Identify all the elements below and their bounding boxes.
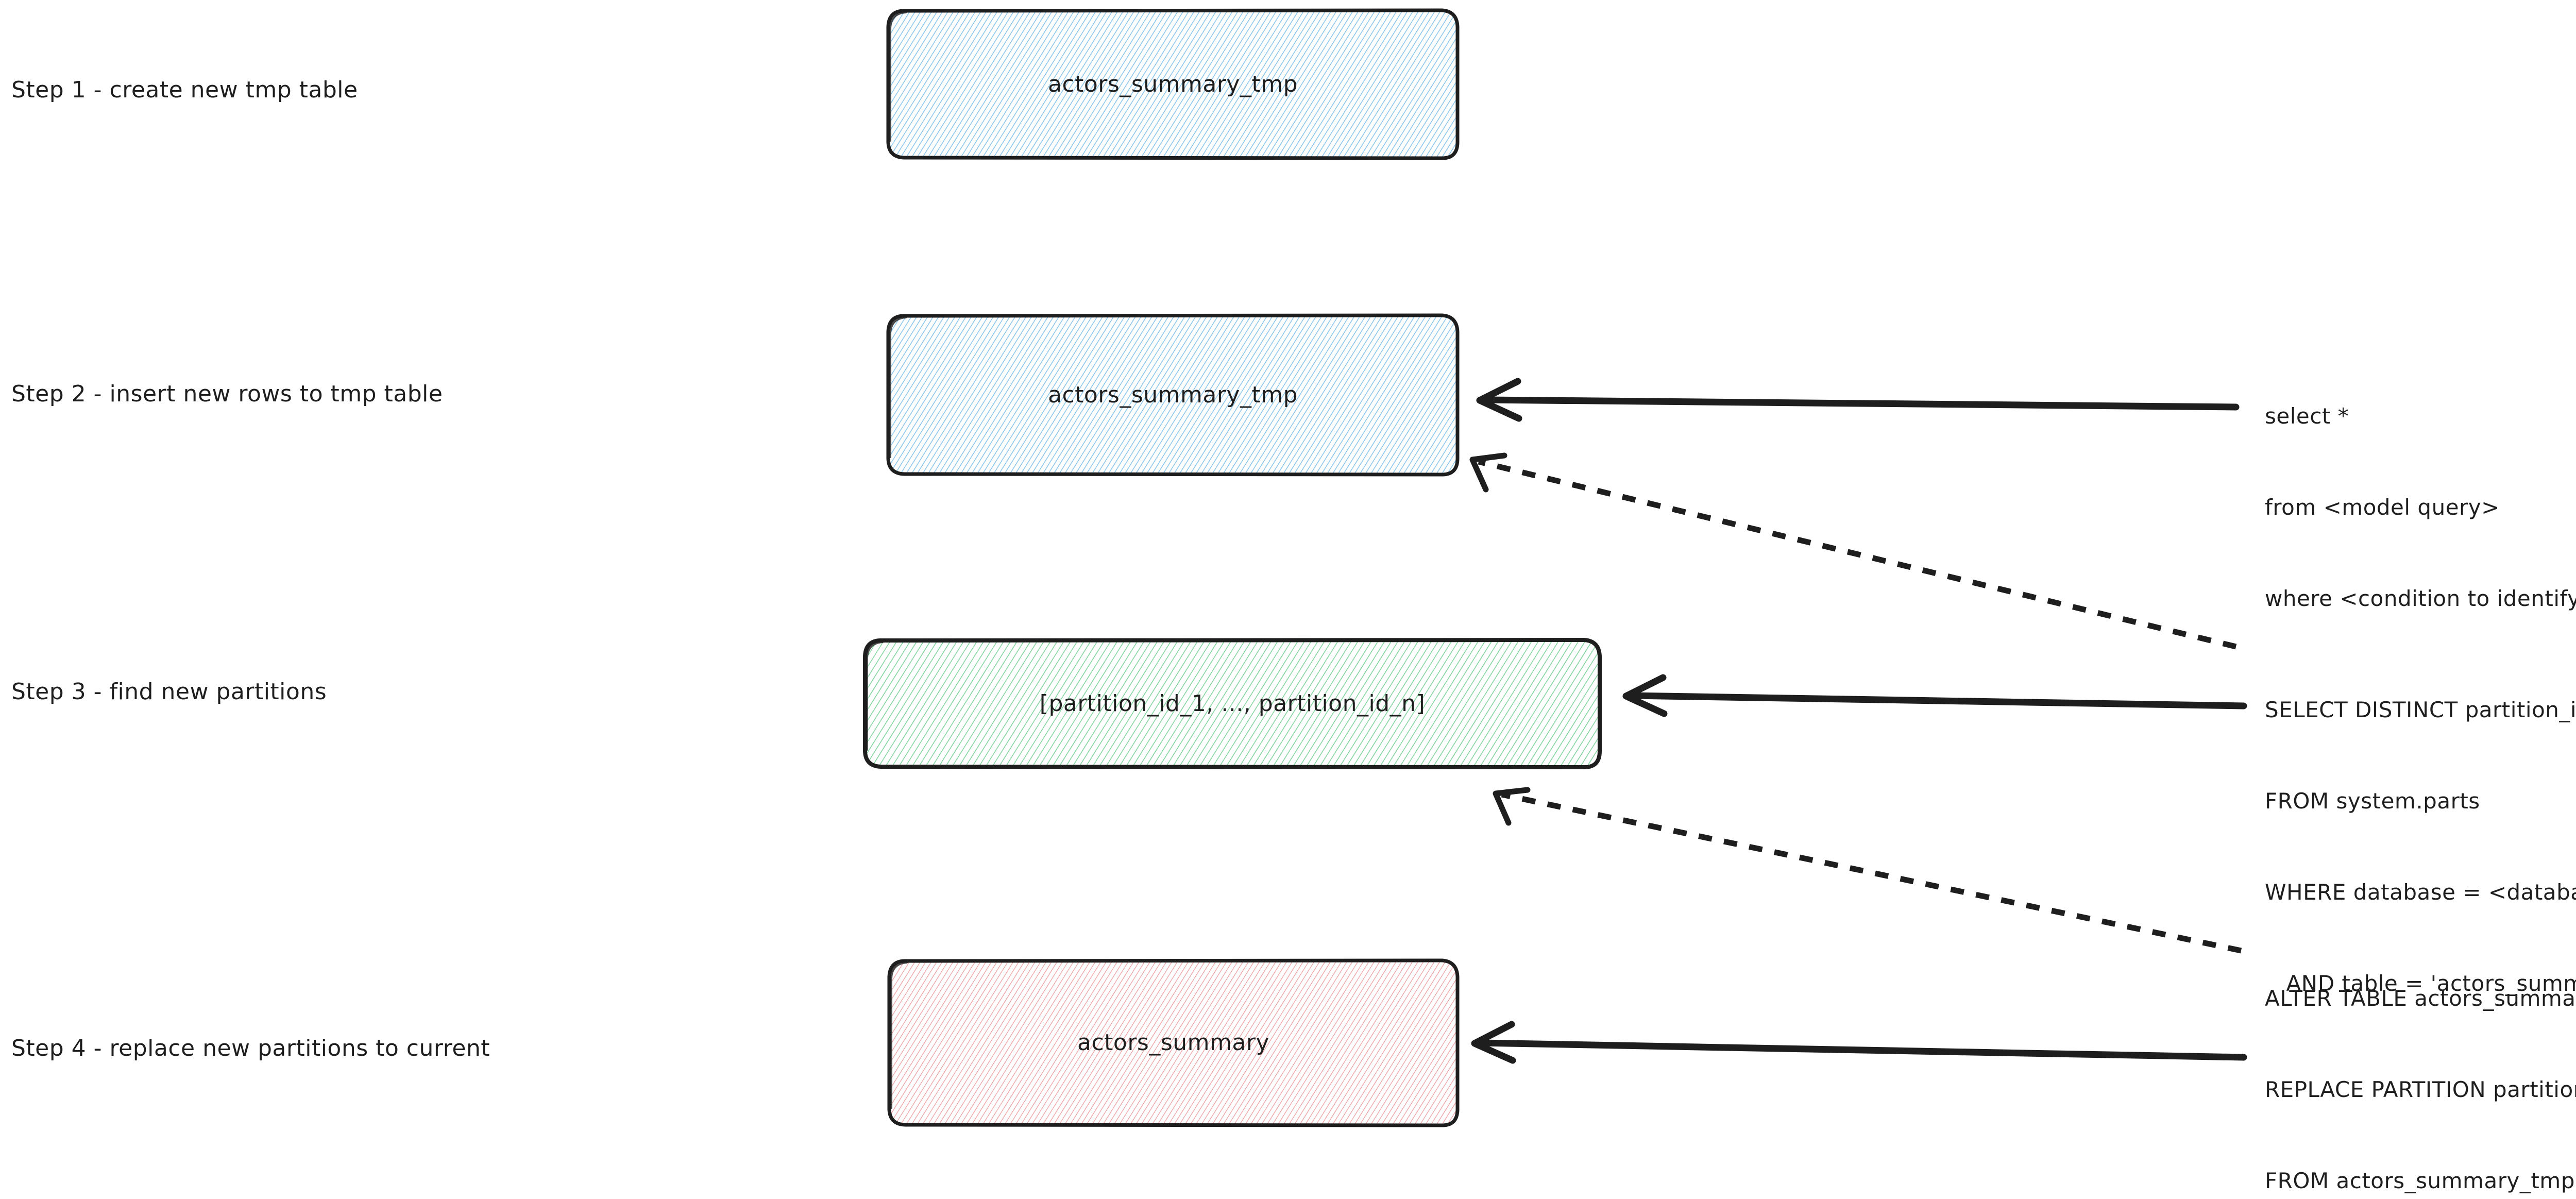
node-actors-summary-tmp-step2[interactable]: actors_summary_tmp: [886, 313, 1460, 477]
annotation-step4-sql: ALTER TABLE actors_summary REPLACE PARTI…: [2265, 922, 2576, 1199]
node-actors-summary[interactable]: actors_summary: [887, 958, 1460, 1127]
sql-line: WHERE database = <database>: [2265, 880, 2576, 905]
sql-line: FROM system.parts: [2265, 788, 2480, 814]
node-label: actors_summary_tmp: [1047, 381, 1298, 408]
edge-step4sql-to-node4: [1471, 1021, 2247, 1064]
edge-step2sql-to-node2: [1476, 378, 2240, 422]
sql-line: FROM actors_summary_tmp,: [2265, 1168, 2576, 1193]
sql-line: REPLACE PARTITION partition_id_1: [2265, 1077, 2576, 1102]
sql-line: AND table = 'actors_summary_tmp': [2286, 971, 2576, 996]
step-label-3: Step 3 - find new partitions: [11, 679, 327, 705]
edge-step4sql-to-node3: [1493, 787, 2242, 954]
node-partition-id-list[interactable]: [partition_id_1, ..., partition_id_n]: [863, 637, 1602, 770]
annotation-step2-sql: select * from <model query> where <condi…: [2265, 340, 2576, 674]
sql-line: from <model query>: [2265, 495, 2500, 520]
edge-step3sql-to-node2: [1469, 452, 2237, 650]
annotation-step3-sql: SELECT DISTINCT partition_id FROM system…: [2265, 634, 2576, 1059]
sql-line: where <condition to identify new>: [2265, 586, 2576, 611]
sql-line: select *: [2265, 403, 2349, 429]
node-label: actors_summary: [1077, 1029, 1269, 1056]
node-label: actors_summary_tmp: [1047, 71, 1298, 97]
sql-line: ALTER TABLE actors_summary: [2265, 986, 2576, 1011]
node-actors-summary-tmp-step1[interactable]: actors_summary_tmp: [886, 8, 1460, 160]
sql-line: SELECT DISTINCT partition_id: [2265, 697, 2576, 722]
node-label: [partition_id_1, ..., partition_id_n]: [1039, 690, 1426, 717]
step-label-2: Step 2 - insert new rows to tmp table: [11, 381, 443, 407]
step-label-1: Step 1 - create new tmp table: [11, 77, 358, 103]
edge-step3sql-to-node3: [1622, 674, 2247, 717]
step-label-4: Step 4 - replace new partitions to curre…: [11, 1035, 490, 1061]
